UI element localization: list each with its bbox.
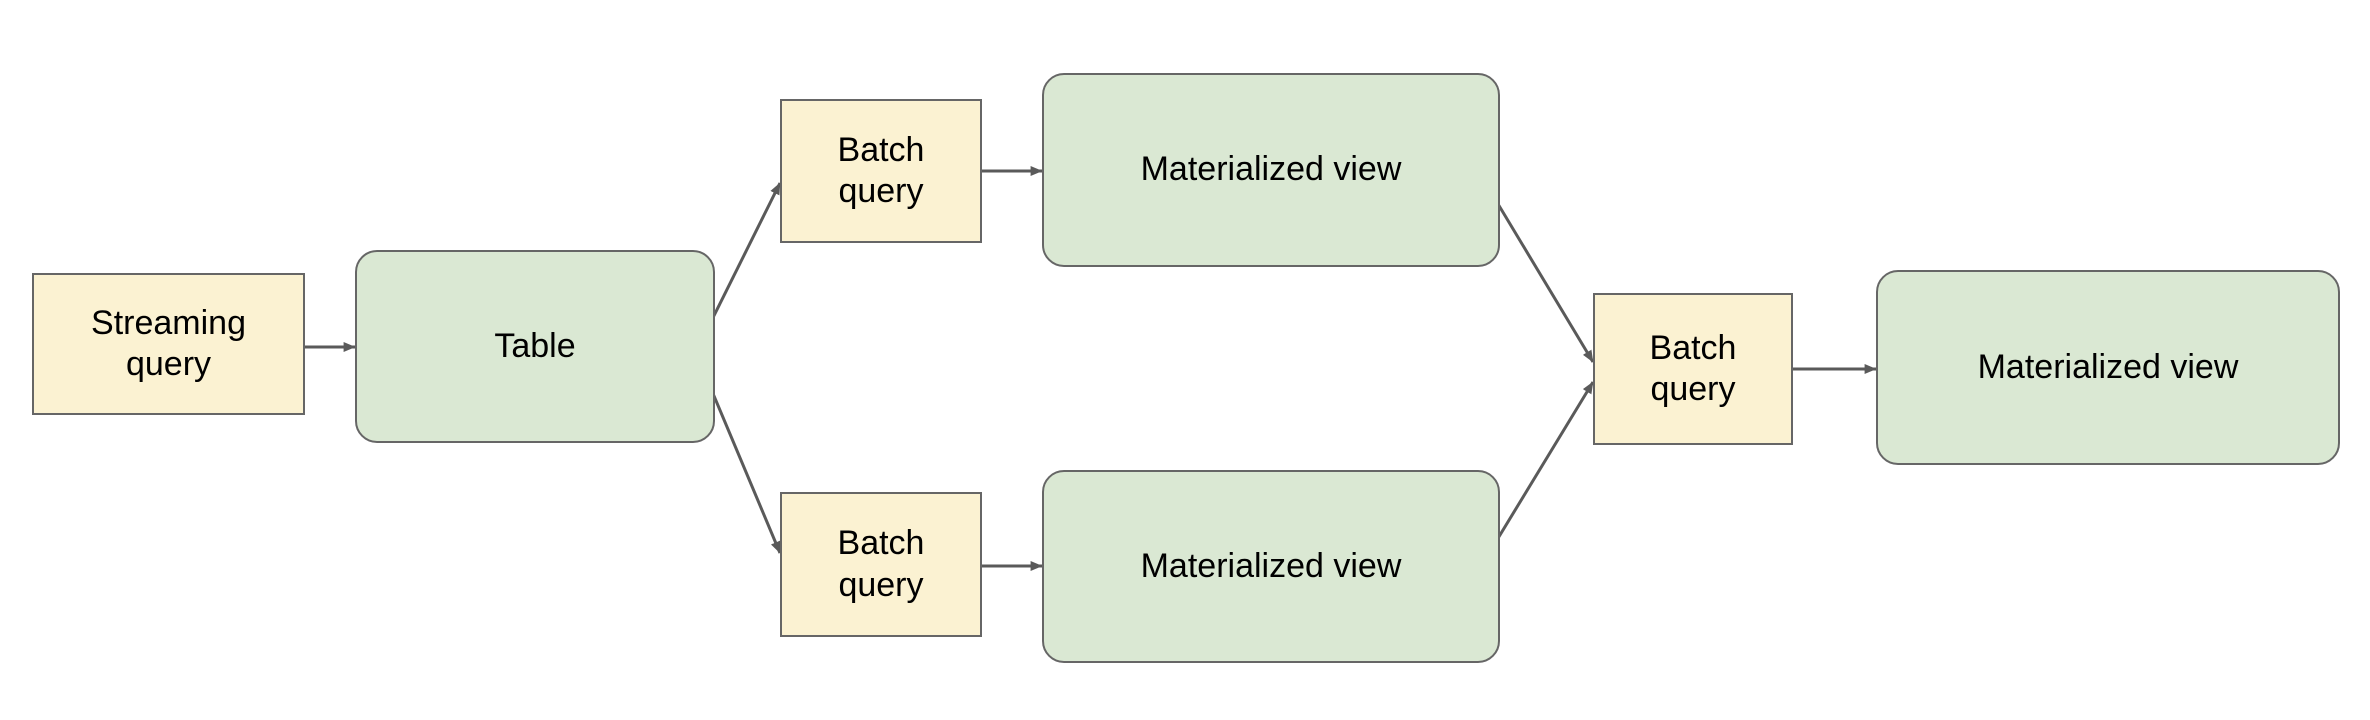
node-streaming-query[interactable]: Streaming query <box>32 273 305 415</box>
node-materialized-view-top[interactable]: Materialized view <box>1042 73 1500 267</box>
node-batch-query-join[interactable]: Batch query <box>1593 293 1793 445</box>
edge-mv-bottom-to-batch-join <box>1484 381 1595 559</box>
edge-mv-top-to-batch-join <box>1484 183 1595 363</box>
node-table[interactable]: Table <box>355 250 715 443</box>
node-label-batch-query-bottom: Batch query <box>837 524 925 604</box>
node-batch-query-bottom[interactable]: Batch query <box>780 492 982 637</box>
node-label-materialized-view-bottom: Materialized view <box>1140 546 1402 585</box>
node-materialized-view-final[interactable]: Materialized view <box>1876 270 2340 465</box>
node-materialized-view-bottom[interactable]: Materialized view <box>1042 470 1500 663</box>
node-label-streaming-query: Streaming query <box>91 303 246 383</box>
node-batch-query-top[interactable]: Batch query <box>780 99 982 243</box>
node-label-materialized-view-final: Materialized view <box>1977 347 2239 386</box>
node-label-batch-query-join: Batch query <box>1649 328 1737 408</box>
node-label-batch-query-top: Batch query <box>837 130 925 210</box>
node-label-materialized-view-top: Materialized view <box>1140 150 1402 189</box>
node-label-table: Table <box>494 326 576 365</box>
